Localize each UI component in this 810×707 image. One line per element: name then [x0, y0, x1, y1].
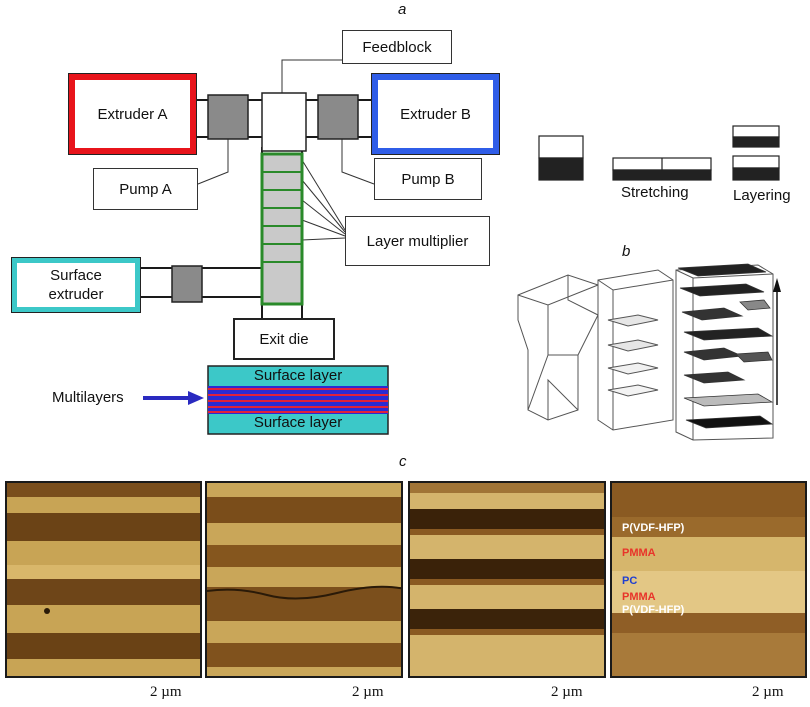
- extruder-b: Extruder B: [371, 73, 500, 155]
- multilayer-film-shape: [207, 365, 389, 435]
- feedblock-callout: Feedblock: [342, 30, 452, 64]
- pump-a-callout: Pump A: [93, 168, 198, 210]
- panel-b-schematic: [517, 263, 781, 441]
- surface-extruder: Surface extruder: [11, 257, 141, 313]
- afm-image-3: [408, 481, 606, 678]
- feedblock-label: Feedblock: [362, 38, 432, 56]
- extruder-a-label: Extruder A: [97, 105, 168, 123]
- pump-a-label: Pump A: [119, 180, 172, 198]
- scale-bar-4: 2 µm: [752, 684, 784, 700]
- pump-b-label: Pump B: [401, 170, 455, 188]
- extruder-b-label: Extruder B: [400, 105, 471, 123]
- surface-extruder-label: Surface extruder: [48, 267, 104, 303]
- afm-image-1: [5, 481, 202, 678]
- surface-layer-top-label: Surface layer: [253, 367, 343, 384]
- afm-label-pmma-top: PMMA: [622, 547, 656, 559]
- layer-multiplier-callout: Layer multiplier: [345, 216, 490, 266]
- panel-letter-b: b: [622, 243, 631, 260]
- multilayers-label: Multilayers: [52, 389, 124, 406]
- pump-a-shape: [207, 94, 249, 140]
- surface-layer-bottom-label: Surface layer: [253, 414, 343, 431]
- exit-die: Exit die: [233, 318, 335, 360]
- afm-image-4: P(VDF-HFP) PMMA PC PMMA P(VDF-HFP): [610, 481, 807, 678]
- stretching-label: Stretching: [621, 184, 689, 201]
- scale-bar-1: 2 µm: [150, 684, 182, 700]
- layering-label: Layering: [733, 187, 791, 204]
- layer-multiplier-label: Layer multiplier: [366, 232, 469, 250]
- afm-label-pmma-bottom: PMMA: [622, 591, 656, 603]
- pump-b-callout: Pump B: [374, 158, 482, 200]
- panel-a-diagram: [140, 59, 389, 435]
- afm-label-pvdf-bottom: P(VDF-HFP): [622, 604, 685, 616]
- afm-image-2: [205, 481, 403, 678]
- feedblock-shape: [261, 92, 307, 152]
- pump-b-shape: [317, 94, 359, 140]
- layer-multiplier-shape: [260, 152, 304, 306]
- surface-pump-shape: [171, 265, 203, 303]
- panel-letter-c: c: [399, 453, 407, 470]
- afm-label-pc: PC: [622, 575, 638, 587]
- scale-bar-3: 2 µm: [551, 684, 583, 700]
- exit-die-label: Exit die: [259, 330, 309, 348]
- extruder-a: Extruder A: [68, 73, 197, 155]
- afm-label-pvdf-top: P(VDF-HFP): [622, 522, 685, 534]
- scale-bar-2: 2 µm: [352, 684, 384, 700]
- process-schematic: [538, 125, 780, 181]
- panel-letter-a: a: [398, 1, 407, 18]
